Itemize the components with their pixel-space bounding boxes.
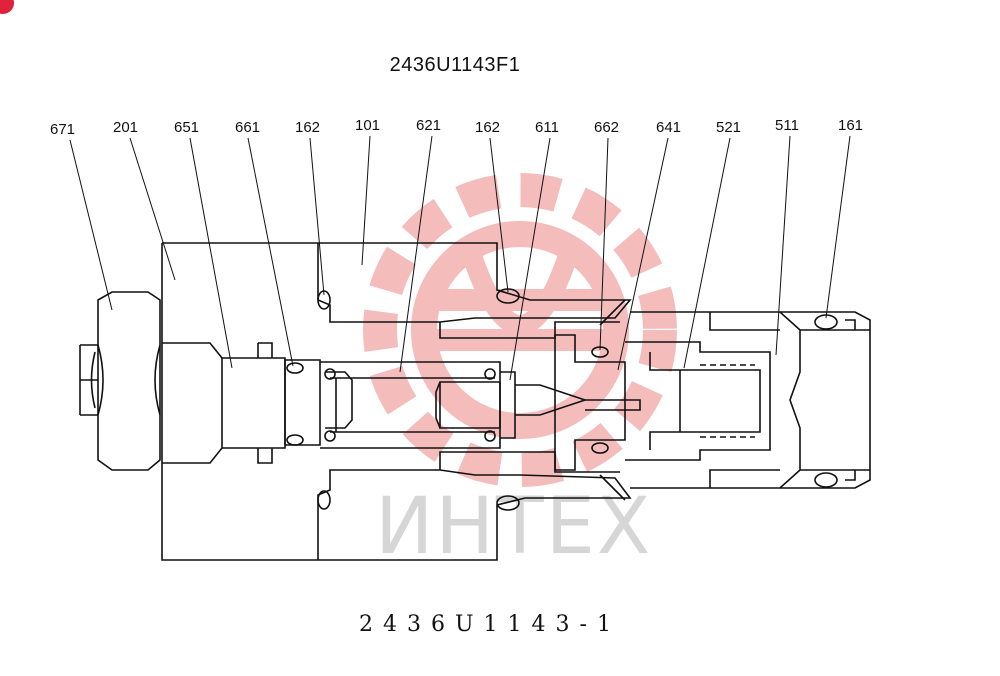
watermark-text: ИНТЕХ [375,482,652,572]
callout-641: 641 [656,119,681,136]
callout-161: 161 [838,117,863,134]
watermark-gear-icon [363,173,677,487]
callout-621: 621 [416,117,441,134]
leader-lines [69,135,851,381]
callout-671: 671 [50,121,75,138]
callout-661: 661 [235,119,260,136]
corner-badge-icon [0,0,14,14]
callout-662: 662 [594,119,619,136]
seal-661-bottom [286,434,304,446]
drawing-title: 2436U1143F1 [389,54,521,76]
callout-101: 101 [355,117,380,134]
callout-labels: 671 201 651 661 162 101 621 162 611 662 … [50,117,863,138]
callout-521: 521 [716,119,741,136]
seal-662-bottom [591,442,609,454]
seal-161-bottom [814,472,838,488]
callout-651: 651 [174,119,199,136]
seal-162-right-bottom [496,495,520,511]
callout-201: 201 [113,119,138,136]
callout-511: 511 [775,117,799,134]
callout-611: 611 [535,119,559,136]
seal-661-top [286,362,304,374]
callout-162-left: 162 [295,119,320,136]
drawing-part-number: 2436U1143-1 [359,612,621,637]
callout-162-right: 162 [475,119,500,136]
seal-162-left-bottom [317,490,331,510]
